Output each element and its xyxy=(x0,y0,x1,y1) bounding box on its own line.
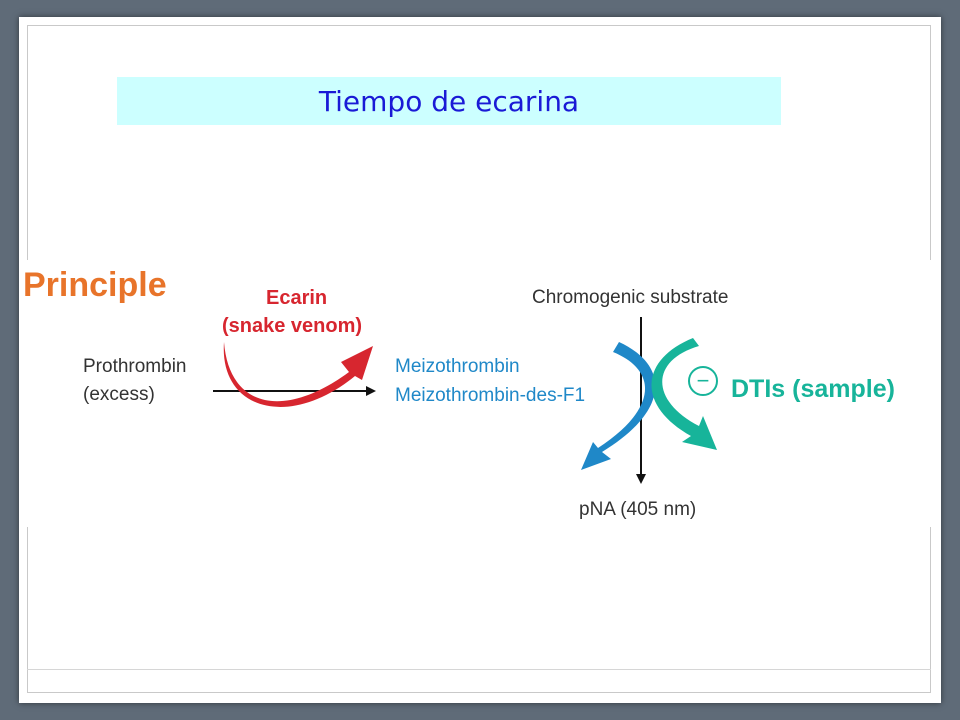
meizothrombin-arrow-icon xyxy=(581,342,656,470)
substrate-label-line1: Prothrombin xyxy=(83,356,187,377)
enzyme-label-line1: Ecarin xyxy=(266,287,327,309)
slide-title: Tiempo de ecarina xyxy=(318,84,580,118)
diagram-canvas: Principle Prothrombin (excess) Ecarin (s… xyxy=(23,266,895,520)
chromogenic-substrate-label: Chromogenic substrate xyxy=(532,287,728,308)
product-label-line2: Meizothrombin-des-F1 xyxy=(395,385,585,406)
diagram-heading: Principle xyxy=(23,266,167,304)
product-label-line1: Meizothrombin xyxy=(395,356,520,377)
inhibition-circle-icon xyxy=(688,366,718,396)
footer-divider xyxy=(27,669,931,670)
readout-label: pNA (405 nm) xyxy=(579,499,696,520)
inhibitor-arrow-icon xyxy=(651,338,717,450)
title-banner: Tiempo de ecarina xyxy=(117,77,781,125)
substrate-label-line2: (excess) xyxy=(83,384,155,405)
inhibition-symbol: − xyxy=(697,368,710,393)
inhibitor-label: DTIs (sample) xyxy=(731,375,895,403)
enzyme-label-line2: (snake venom) xyxy=(222,315,362,337)
slide: Tiempo de ecarina Principle Prothrombin … xyxy=(19,17,941,703)
principle-diagram: Principle Prothrombin (excess) Ecarin (s… xyxy=(19,260,931,527)
ecarin-arrow-icon xyxy=(223,342,373,407)
